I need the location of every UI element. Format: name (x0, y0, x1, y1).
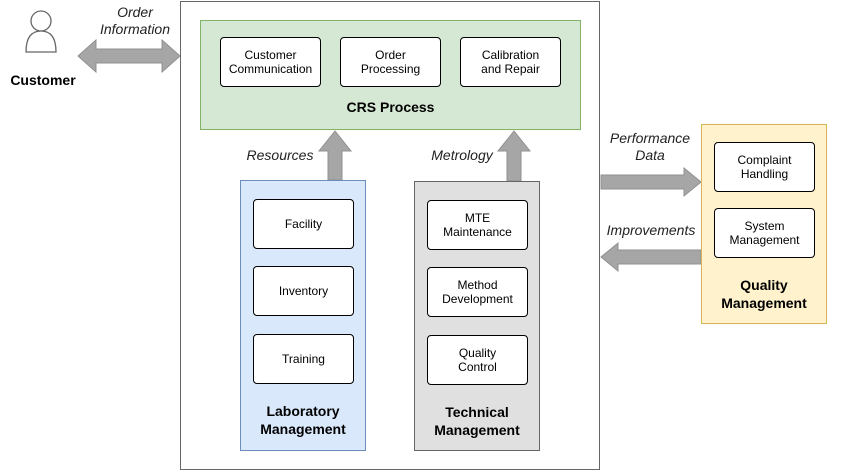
order-information-label: Order Information (99, 4, 171, 37)
customer-person-icon (25, 10, 57, 53)
resources-label: Resources (246, 147, 314, 163)
order-information-double-arrow (77, 38, 181, 74)
laboratory-management-title: Laboratory Management (260, 403, 346, 437)
quality-management-title: Quality Management (721, 277, 807, 311)
metrology-arrow (496, 130, 532, 182)
training-box: Training (253, 334, 354, 384)
performance-data-arrow (600, 166, 702, 198)
quality-control-box: Quality Control (427, 335, 528, 385)
main-container (180, 1, 600, 470)
metrology-label: Metrology (431, 147, 493, 163)
facility-box: Facility (253, 199, 354, 249)
improvements-arrow (600, 241, 702, 273)
customer-communication-box: Customer Communication (220, 37, 321, 87)
complaint-handling-box: Complaint Handling (714, 142, 815, 192)
order-processing-box: Order Processing (340, 37, 441, 87)
improvements-label: Improvements (606, 222, 696, 238)
technical-management-title: Technical Management (434, 404, 520, 438)
method-development-box: Method Development (427, 267, 528, 317)
resources-arrow (317, 130, 353, 181)
performance-data-label: Performance Data (609, 130, 691, 163)
customer-label: Customer (10, 72, 76, 88)
calibration-repair-box: Calibration and Repair (460, 37, 561, 87)
mte-maintenance-box: MTE Maintenance (427, 200, 528, 250)
inventory-box: Inventory (253, 266, 354, 316)
crs-process-title: CRS Process (346, 99, 435, 115)
system-management-box: System Management (714, 208, 815, 258)
